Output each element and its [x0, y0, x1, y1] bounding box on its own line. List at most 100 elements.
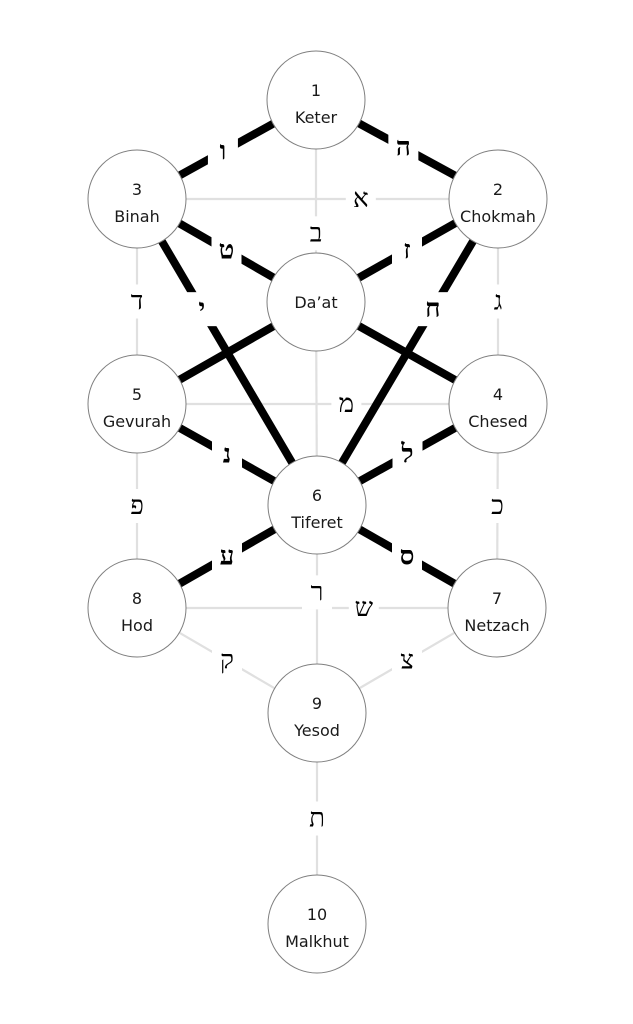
hebrew-letter: ו: [220, 136, 227, 166]
path-letter-keter-chokmah: ה: [388, 130, 419, 165]
sephira-circle: [448, 354, 548, 454]
letter-background: [212, 643, 242, 678]
letter-background: [302, 801, 332, 836]
hebrew-letter: נ: [223, 440, 231, 470]
sephira-circle: [267, 874, 367, 974]
sephira-name: Yesod: [293, 721, 340, 740]
path-letter-gevurah-hod: פ: [122, 489, 152, 523]
letter-background: [388, 130, 419, 165]
sephira-number: 10: [307, 905, 327, 924]
sephira-name: Hod: [121, 616, 153, 635]
sephira-name: Da’at: [294, 293, 337, 312]
hebrew-letter: ל: [400, 440, 413, 470]
sephira-number: 3: [132, 180, 142, 199]
sephira-circle: [266, 50, 366, 150]
sephira-number: 5: [132, 385, 142, 404]
path-letter-binah-gevurah: ד: [122, 284, 152, 319]
sephira-name: Keter: [295, 108, 338, 127]
path-letter-keter-daat: ב: [301, 216, 331, 251]
letter-background: [392, 437, 423, 472]
sephira-number: 7: [492, 589, 502, 608]
sephira-name: Tiferet: [290, 513, 343, 532]
letter-background: [483, 284, 513, 319]
sephira-name: Gevurah: [103, 412, 171, 431]
sephira-circle: [447, 558, 547, 658]
sephira-name: Chesed: [468, 412, 528, 431]
letter-background: [301, 216, 331, 251]
letter-background: [345, 182, 376, 216]
sephira-name: Binah: [114, 207, 160, 226]
sephira-number: 8: [132, 589, 142, 608]
path-letter-keter-binah: ו: [207, 134, 238, 169]
hebrew-letter: ב: [310, 218, 323, 248]
hebrew-letter: ש: [355, 593, 374, 623]
path-letter-yesod-malkhut: ת: [302, 801, 332, 836]
sephira-name: Malkhut: [285, 932, 349, 951]
path-letter-gevurah-tiferet: נ: [212, 437, 242, 472]
path-letter-binah-tiferet: י: [186, 292, 217, 327]
sephira-circle: [87, 354, 187, 454]
sephira-number: 2: [493, 180, 503, 199]
path-letter-tiferet-netzach: ס: [392, 539, 422, 574]
path-letter-chokmah-chesed: ג: [483, 284, 513, 319]
path-letter-hod-netzach: ש: [348, 591, 379, 625]
letter-background: [302, 575, 332, 610]
path-letter-hod-yesod: ק: [212, 643, 242, 678]
hebrew-letter: ט: [219, 236, 235, 266]
hebrew-letter: כ: [491, 491, 504, 521]
path-letter-chokmah-tiferet: ח: [417, 292, 448, 327]
sephira-name: Chokmah: [460, 207, 536, 226]
hebrew-letter: י: [198, 294, 205, 324]
sephira-circle: [87, 558, 187, 658]
letter-background: [482, 489, 513, 523]
hebrew-letter: ס: [400, 542, 415, 572]
letter-background: [122, 489, 152, 523]
path-letter-chokmah-daat: ז: [392, 233, 422, 268]
sephira-circle: [87, 149, 187, 249]
hebrew-letter: מ: [339, 389, 354, 419]
path-letter-gevurah-chesed: מ: [331, 387, 362, 421]
path-letter-tiferet-hod: ע: [212, 539, 242, 574]
sephira-circle: [448, 149, 548, 249]
letter-background: [392, 643, 422, 678]
letters-layer: אב ג ד כ מ פ צ ק ר ש ת ה ו זח טי ל נ ס ע: [122, 130, 513, 836]
hebrew-letter: פ: [130, 491, 144, 521]
letter-background: [392, 233, 422, 268]
letter-background: [122, 284, 152, 319]
hebrew-letter: ר: [311, 577, 324, 607]
sephira-number: 6: [312, 486, 322, 505]
sephira-circle: [266, 252, 366, 352]
path-letter-chesed-netzach: כ: [482, 489, 513, 523]
letter-background: [417, 292, 448, 327]
letter-background: [207, 134, 238, 169]
path-letter-binah-chokmah: א: [345, 182, 376, 216]
hebrew-letter: ד: [131, 287, 144, 317]
sephira-circle: [267, 455, 367, 555]
letter-background: [211, 233, 242, 268]
sephira-name: Netzach: [464, 616, 529, 635]
letter-background: [212, 437, 242, 472]
path-letter-chesed-tiferet: ל: [392, 437, 423, 472]
hebrew-letter: ח: [425, 294, 440, 324]
sephira-circle: [267, 663, 367, 763]
path-letter-tiferet-yesod: ר: [302, 575, 332, 610]
sephira-number: 1: [311, 81, 321, 100]
hebrew-letter: ז: [403, 236, 410, 266]
hebrew-letter: ה: [396, 133, 411, 163]
sephira-number: 9: [312, 694, 322, 713]
letter-background: [392, 539, 422, 574]
path-letter-netzach-yesod: צ: [392, 643, 422, 678]
letter-background: [186, 292, 217, 327]
hebrew-letter: צ: [400, 646, 414, 676]
